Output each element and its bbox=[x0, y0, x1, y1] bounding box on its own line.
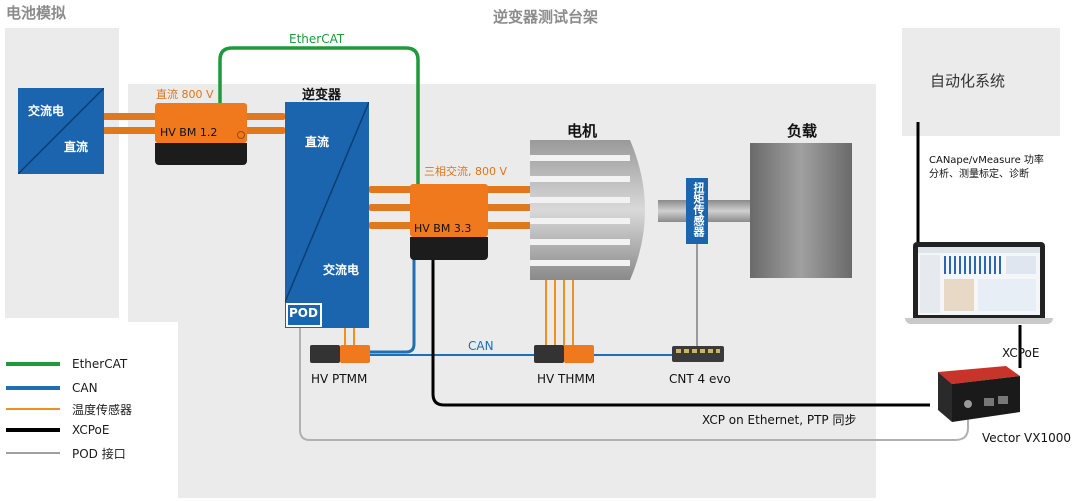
xcpoe-label: XCPoE bbox=[1002, 346, 1040, 360]
laptop-caption-line2: 分析、测量标定、诊断 bbox=[929, 169, 1029, 180]
legend-item-ethercat: EtherCAT bbox=[6, 356, 127, 372]
legend-backdrop bbox=[0, 322, 178, 501]
legend-swatch-can bbox=[6, 386, 60, 390]
can-cable-up bbox=[350, 236, 416, 354]
test-bench-title: 逆变器测试台架 bbox=[493, 8, 599, 26]
acdc-converter bbox=[18, 88, 104, 174]
legend-swatch-ethercat bbox=[6, 362, 60, 366]
automation-region bbox=[902, 28, 1060, 136]
legend-swatch-xcpoe bbox=[6, 428, 60, 432]
hv-thmm-module bbox=[534, 345, 594, 363]
legend-swatch-temperature bbox=[6, 408, 60, 410]
pod-interface-cable bbox=[299, 322, 969, 441]
motor-title: 电机 bbox=[567, 122, 598, 140]
inverter-block bbox=[285, 102, 369, 328]
hv-thmm-label: HV THMM bbox=[537, 372, 596, 386]
can-label: CAN bbox=[468, 339, 494, 353]
hvbm12-spec-label: 直流 800 V bbox=[156, 88, 214, 101]
legend-swatch-pod bbox=[6, 452, 60, 454]
inverter-ac-label: 交流电 bbox=[323, 263, 360, 277]
hvbm12-name: HV BM 1.2 bbox=[160, 126, 218, 139]
inverter-title: 逆变器 bbox=[302, 88, 342, 103]
hv-ptmm-module bbox=[310, 345, 370, 363]
legend-label: EtherCAT bbox=[72, 357, 128, 371]
motor-body bbox=[530, 140, 645, 280]
ethercat-cable bbox=[218, 46, 420, 186]
legend-item-can: CAN bbox=[6, 380, 98, 396]
legend-label: CAN bbox=[72, 381, 98, 395]
pod-box bbox=[286, 303, 322, 327]
laptop-caption-line1: CANape/vMeasure 功率 bbox=[929, 155, 1044, 166]
inverter-pod-label: POD bbox=[289, 306, 318, 320]
hv-ptmm-label: HV PTMM bbox=[311, 372, 368, 386]
automation-system-label: 自动化系统 bbox=[930, 72, 1006, 90]
ethercat-label: EtherCAT bbox=[289, 32, 345, 46]
converter-dc-label: 直流 bbox=[64, 140, 89, 154]
hvbm33-spec-label: 三相交流, 800 V bbox=[424, 165, 508, 178]
load-title: 负载 bbox=[787, 122, 818, 140]
hvbm33-module bbox=[410, 184, 488, 260]
laptop bbox=[905, 242, 1053, 326]
legend-label: XCPoE bbox=[72, 423, 110, 437]
legend-item-xcpoe: XCPoE bbox=[6, 422, 109, 438]
battery-sim-title: 电池模拟 bbox=[6, 4, 67, 22]
legend-item-pod-interface: POD 接口 bbox=[6, 445, 126, 461]
legend-label: POD 接口 bbox=[72, 446, 126, 461]
inverter-dc-label: 直流 bbox=[305, 135, 330, 149]
cnt4evo-module bbox=[672, 346, 724, 362]
vx1000-device bbox=[938, 366, 1020, 422]
legend-item-temperature-sensor: 温度传感器 bbox=[6, 401, 132, 417]
torque-sensor bbox=[686, 178, 708, 244]
torque-sensor-label: 扭矩传感器 bbox=[692, 182, 705, 237]
load-block bbox=[750, 143, 852, 278]
cnt4evo-label: CNT 4 evo bbox=[669, 372, 731, 386]
xcp-ethernet-label: XCP on Ethernet, PTP 同步 bbox=[702, 413, 857, 427]
hvbm12-module bbox=[155, 103, 247, 165]
hvbm33-name: HV BM 3.3 bbox=[414, 222, 472, 235]
vx1000-label: Vector VX1000 bbox=[982, 431, 1072, 445]
laptop-screen bbox=[918, 247, 1040, 315]
legend-label: 温度传感器 bbox=[72, 402, 133, 417]
converter-ac-label: 交流电 bbox=[28, 104, 65, 118]
xcpoe-cable bbox=[431, 258, 930, 407]
